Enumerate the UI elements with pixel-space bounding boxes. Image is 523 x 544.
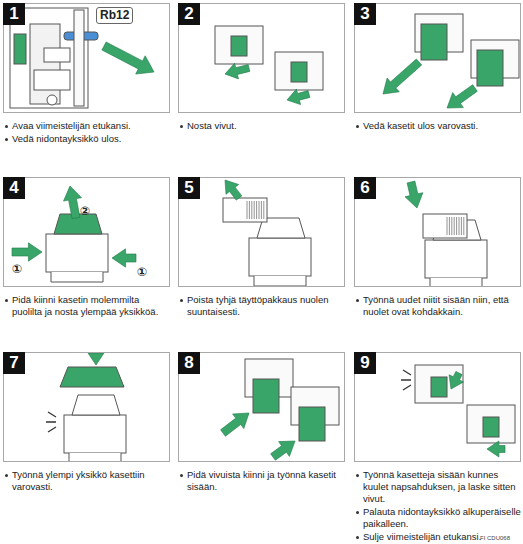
panel-frame: 1 (3, 3, 170, 113)
step-badge: 5 (178, 177, 200, 199)
step-panel: 6Työnnä uudet niitit sisään niin, että n… (354, 177, 521, 319)
bullet-dot (5, 299, 8, 302)
bullet-dot (5, 138, 8, 141)
step-illustration (355, 4, 521, 112)
instruction-text: Poista tyhjä täyttöpakkaus nuolen suunta… (187, 294, 345, 318)
step-illustration (179, 353, 345, 461)
step-illustration (355, 353, 521, 461)
figure-code: FI CDU068 (480, 534, 510, 542)
instruction-text: Avaa viimeistelijän etukansi. (12, 120, 170, 132)
step-number: 4 (3, 177, 25, 199)
step-panel: 2Nosta vivut. (178, 3, 345, 133)
panel-frame: 3 (354, 3, 521, 113)
bullet-dot (356, 474, 359, 477)
panel-frame: 7 (3, 352, 170, 462)
step-badge: 1 (3, 3, 25, 25)
step-illustration (355, 178, 521, 286)
step-illustration (179, 4, 345, 112)
step-badge: 8 (178, 352, 200, 374)
callout-number: ② (80, 204, 90, 218)
instruction-text: Pidä vivuista kiinni ja työnnä kasetit s… (187, 469, 345, 493)
part-label: Rb12 (96, 7, 133, 24)
bullet-dot (5, 474, 8, 477)
step-illustration (4, 4, 170, 112)
instruction-text: Palauta nidontayksikkö alkuperäiselle pa… (363, 506, 521, 530)
panel-frame: 2 (178, 3, 345, 113)
bullet-dot (356, 125, 359, 128)
step-number: 7 (3, 352, 25, 374)
step-number: 9 (354, 352, 376, 374)
step-number: 8 (178, 352, 200, 374)
step-number: 3 (354, 3, 376, 25)
step-panel: 5Poista tyhjä täyttöpakkaus nuolen suunt… (178, 177, 345, 319)
step-panel: 3Vedä kasetit ulos varovasti. (354, 3, 521, 133)
instruction-text: Nosta vivut. (187, 120, 345, 132)
panel-frame: 9 (354, 352, 521, 462)
step-badge: 3 (354, 3, 376, 25)
step-panel: 8Pidä vivuista kiinni ja työnnä kasetit … (178, 352, 345, 494)
bullet-dot (356, 511, 359, 514)
step-panel: 4Pidä kiinni kasetin molemmilta puolilta… (3, 177, 170, 319)
instruction-text: Vedä kasetit ulos varovasti. (363, 120, 521, 132)
bullet-dot (5, 125, 8, 128)
step-badge: 7 (3, 352, 25, 374)
bullet-dot (180, 474, 183, 477)
bullet-dot (356, 536, 359, 539)
step-badge: 6 (354, 177, 376, 199)
step-number: 6 (354, 177, 376, 199)
step-badge: 2 (178, 3, 200, 25)
bullet-dot (180, 299, 183, 302)
callout-number: ① (12, 262, 22, 276)
step-panel: 7Työnnä ylempi yksikkö kasettiin varovas… (3, 352, 170, 494)
instruction-text: Työnnä kasetteja sisään kunnes kuulet na… (363, 469, 521, 505)
step-number: 1 (3, 3, 25, 25)
step-panel: 1Avaa viimeistelijän etukansi.Vedä nidon… (3, 3, 170, 146)
step-number: 2 (178, 3, 200, 25)
instruction-text: Vedä nidontayksikkö ulos. (12, 133, 170, 145)
step-number: 5 (178, 177, 200, 199)
bullet-dot (356, 299, 359, 302)
instruction-text: Työnnä uudet niitit sisään niin, että nu… (363, 294, 521, 318)
callout-number: ① (137, 265, 147, 279)
step-badge: 9 (354, 352, 376, 374)
panel-frame: 8 (178, 352, 345, 462)
bullet-dot (180, 125, 183, 128)
instruction-text: Pidä kiinni kasetin molemmilta puolilta … (12, 294, 170, 318)
panel-frame: 5 (178, 177, 345, 287)
panel-frame: 6 (354, 177, 521, 287)
step-illustration (179, 178, 345, 286)
step-panel: 9Työnnä kasetteja sisään kunnes kuulet n… (354, 352, 521, 544)
step-illustration (4, 353, 170, 461)
step-badge: 4 (3, 177, 25, 199)
instruction-text: Työnnä ylempi yksikkö kasettiin varovast… (12, 469, 170, 493)
